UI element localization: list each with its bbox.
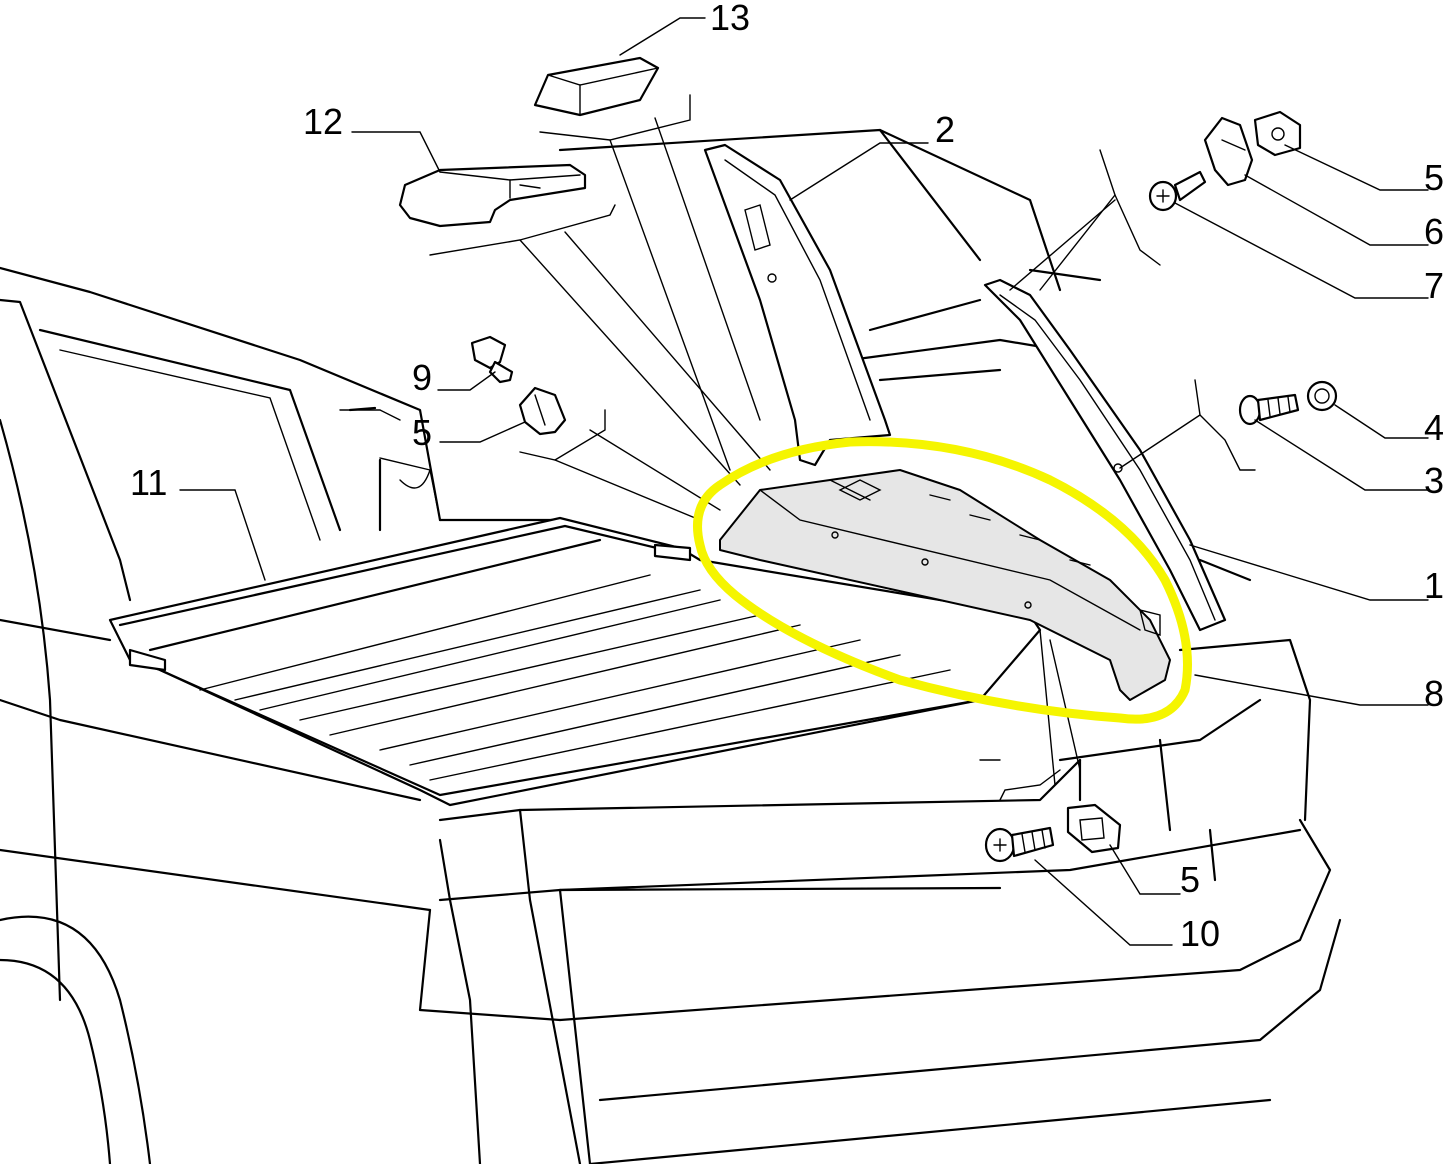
part-5-clip-top-right <box>1253 110 1302 157</box>
label-5-left: 5 <box>412 412 432 453</box>
label-2: 2 <box>935 109 955 150</box>
part-7-screw <box>1148 170 1207 212</box>
part-13-pad <box>533 56 660 117</box>
label-6: 6 <box>1424 211 1444 252</box>
label-13: 13 <box>710 0 750 38</box>
part-9-screw <box>470 335 514 384</box>
label-5-bottom: 5 <box>1180 859 1200 900</box>
part-2-left-pillar-trim <box>703 143 892 467</box>
part-6-bracket <box>1203 116 1254 187</box>
leader-lines <box>179 17 1429 946</box>
label-8: 8 <box>1424 673 1444 714</box>
label-5-top-right: 5 <box>1424 157 1444 198</box>
car-body-outline <box>0 128 1342 1164</box>
callout-labels: 13 12 2 5 6 7 9 5 4 3 11 1 8 5 10 <box>130 0 1444 954</box>
part-10-screw <box>984 826 1055 863</box>
part-4-nut <box>1306 380 1338 412</box>
label-9: 9 <box>412 357 432 398</box>
label-11: 11 <box>130 462 167 503</box>
part-1-right-pillar-trim <box>983 278 1227 632</box>
label-7: 7 <box>1424 265 1444 306</box>
part-5-clip-left <box>518 386 567 436</box>
part-8-rear-shelf-trim <box>719 469 1171 701</box>
part-11-trunk-floor-cover <box>108 516 1042 807</box>
label-3: 3 <box>1424 460 1444 501</box>
highlight-ellipse <box>693 437 1192 724</box>
label-4: 4 <box>1424 407 1444 448</box>
label-12: 12 <box>303 101 343 142</box>
part-12-cover-cap <box>398 163 587 228</box>
part-5-clip-bottom <box>1066 803 1122 854</box>
label-10: 10 <box>1180 913 1220 954</box>
part-3-screw <box>1238 393 1300 426</box>
label-1: 1 <box>1424 565 1444 606</box>
